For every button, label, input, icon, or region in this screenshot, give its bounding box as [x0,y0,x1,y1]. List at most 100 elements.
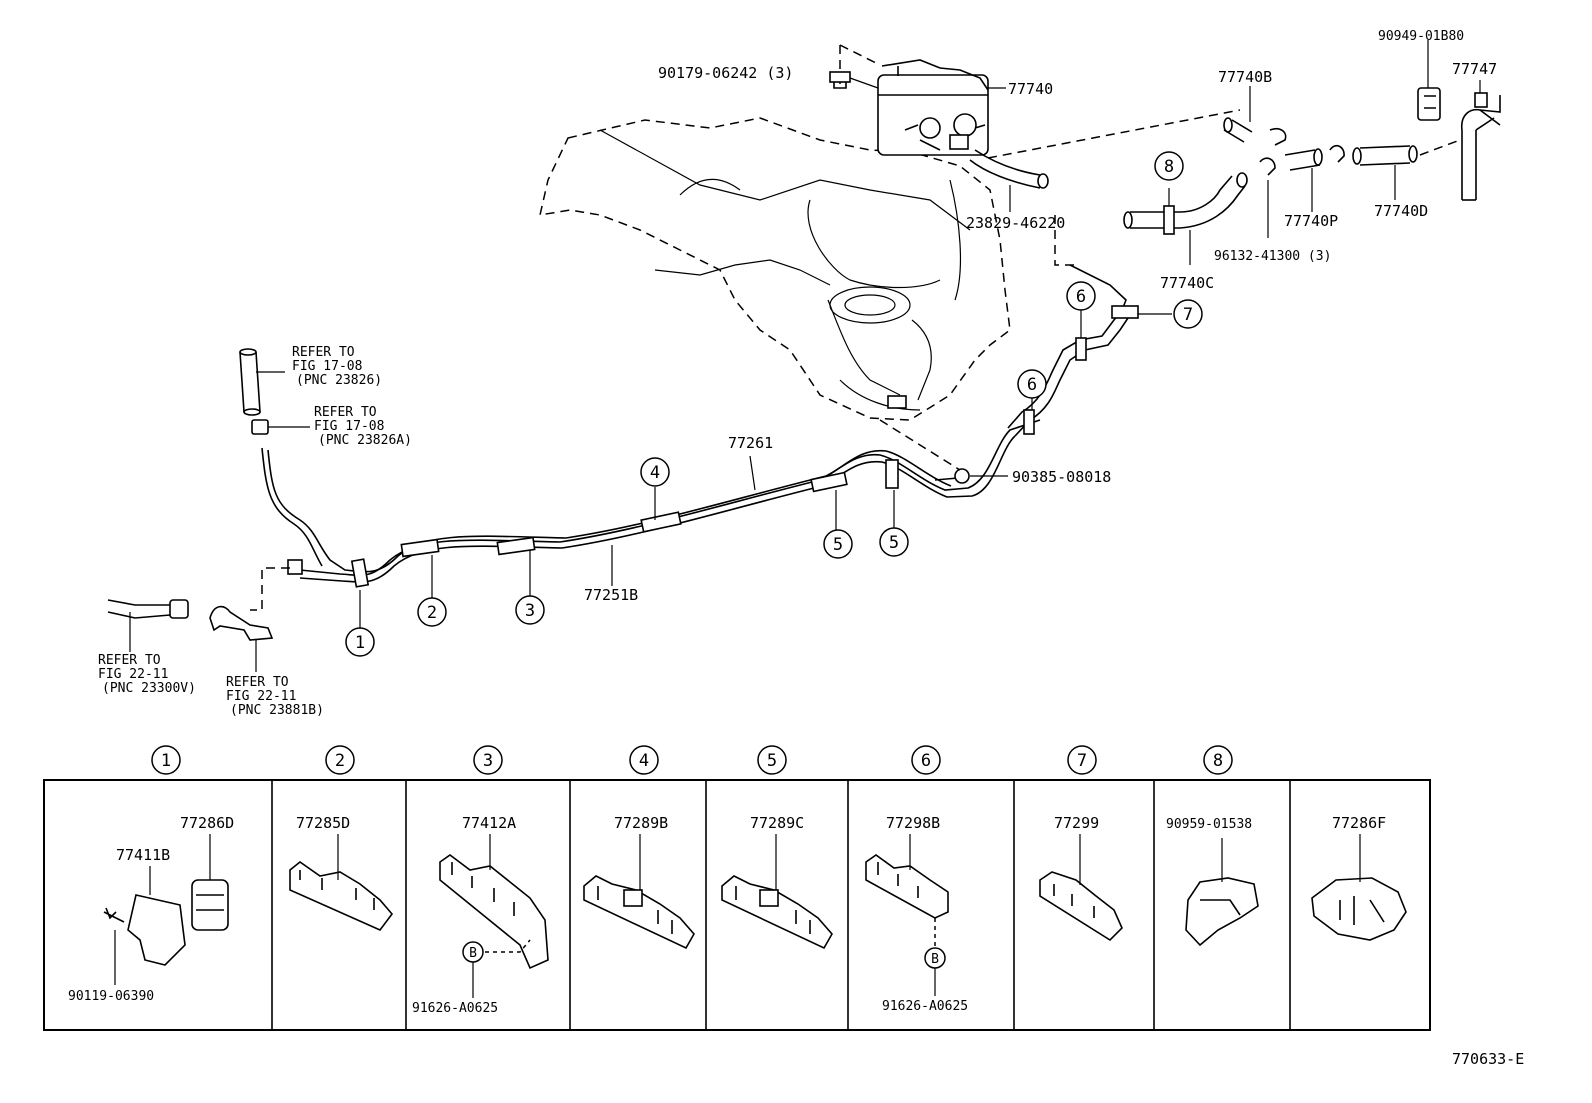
label-77740: 77740 [1008,80,1053,98]
svg-text:4: 4 [639,751,649,771]
label-77740D: 77740D [1374,202,1428,220]
svg-text:6: 6 [1027,375,1037,395]
bracket-90949 [1417,40,1441,121]
fuel-tank-outline [539,117,1011,421]
svg-text:(PNC 23826): (PNC 23826) [296,373,382,388]
clip-77299 [1039,871,1123,942]
label-77740P: 77740P [1284,212,1338,230]
cell6-part-77298B: 77298B [886,814,940,832]
valve-77747 [1460,80,1501,201]
hose-77740D [1329,139,1461,200]
svg-text:REFER TO: REFER TO [314,405,377,420]
part-labels: 90179-06242 (3) 77740 23829-46220 77740B… [584,29,1497,604]
cell3-part-77412A: 77412A [462,814,516,832]
label-77740B: 77740B [1218,68,1272,86]
hose-77740C [1123,172,1248,265]
svg-text:3: 3 [483,751,493,771]
callout-5b: 5 [879,527,909,557]
callout-2: 2 [417,597,447,627]
svg-text:8: 8 [1213,751,1223,771]
svg-text:FIG 17-08: FIG 17-08 [292,359,362,374]
cell7-part-77299: 77299 [1054,814,1099,832]
refer-note-2: REFER TO FIG 17-08 (PNC 23826A) [314,405,412,448]
cell4-part-77289B: 77289B [614,814,668,832]
callout-8: 8 [1154,151,1184,181]
label-77740C: 77740C [1160,274,1214,292]
svg-text:(PNC 23881B): (PNC 23881B) [230,703,324,718]
clip-77285D [289,861,394,931]
fuel-tubes [107,264,1139,672]
svg-text:(PNC 23300V): (PNC 23300V) [102,681,196,696]
svg-text:5: 5 [767,751,777,771]
clip-77298B [865,854,949,919]
table-callout-4: 4 [629,745,659,775]
clip-77286D [191,879,229,931]
cell6-part-91626: 91626-A0625 [882,999,968,1014]
refer-note-3: REFER TO FIG 22-11 (PNC 23300V) [98,653,196,696]
svg-text:B: B [469,946,477,961]
label-90385: 90385-08018 [1012,468,1111,486]
cell5-part-77289C: 77289C [750,814,804,832]
table-callout-6: 6 [911,745,941,775]
callout-7: 7 [1173,299,1203,329]
callout-5a: 5 [823,529,853,559]
svg-text:REFER TO: REFER TO [292,345,355,360]
refer-note-4: REFER TO FIG 22-11 (PNC 23881B) [226,675,324,718]
svg-text:FIG 22-11: FIG 22-11 [98,667,168,682]
callout-6a: 6 [1017,369,1047,399]
cell2-part-77285D: 77285D [296,814,350,832]
svg-text:REFER TO: REFER TO [226,675,289,690]
clip-77289C [721,875,833,950]
table-callout-3: 3 [473,745,503,775]
figure-code: 770633-E [1452,1050,1524,1068]
svg-text:5: 5 [833,535,843,555]
svg-text:6: 6 [921,751,931,771]
callout-1: 1 [345,627,375,657]
label-96132: 96132-41300 (3) [1214,249,1331,264]
label-90179: 90179-06242 (3) [658,64,793,82]
clip-77289B [583,875,695,950]
svg-text:FIG 22-11: FIG 22-11 [226,689,296,704]
svg-text:2: 2 [427,603,437,623]
label-90949: 90949-01B80 [1378,29,1464,44]
label-77747: 77747 [1452,60,1497,78]
svg-text:1: 1 [355,633,365,653]
clip-table: 1 2 3 4 5 6 7 8 77286D 77411B 90119-0639… [43,745,1431,1031]
cell1-part-77286D: 77286D [180,814,234,832]
svg-text:B: B [931,952,939,967]
hose-23829 [969,149,1049,212]
table-callout-7: 7 [1067,745,1097,775]
clip-77286F [1311,877,1407,941]
clip-90959 [1185,877,1259,947]
hose-77740P [1259,148,1323,238]
clip-77412A [439,854,549,970]
callout-3: 3 [515,595,545,625]
cell1-part-90119: 90119-06390 [68,989,154,1004]
cell1-part-77411B: 77411B [116,846,170,864]
charcoal-canister [829,44,989,156]
vapor-dash-line-2 [1054,215,1075,266]
svg-text:5: 5 [889,533,899,553]
bracket-77411B [127,894,186,966]
cell3-part-91626: 91626-A0625 [412,1001,498,1016]
svg-text:1: 1 [161,751,171,771]
label-23829: 23829-46220 [966,214,1065,232]
cell3-circle-B: B [462,941,484,963]
table-callout-5: 5 [757,745,787,775]
svg-text:REFER TO: REFER TO [98,653,161,668]
label-77251B: 77251B [584,586,638,604]
hose-77740B [1223,86,1287,146]
cell9-part-77286F: 77286F [1332,814,1386,832]
svg-text:FIG 17-08: FIG 17-08 [314,419,384,434]
svg-text:3: 3 [525,601,535,621]
cell8-part-90959: 90959-01538 [1166,817,1252,832]
svg-text:8: 8 [1164,157,1174,177]
svg-text:7: 7 [1183,305,1193,325]
callout-6b: 6 [1066,281,1096,311]
cell6-circle-B: B [924,947,946,969]
svg-text:7: 7 [1077,751,1087,771]
vapor-dash-line [987,109,1241,159]
svg-text:6: 6 [1076,287,1086,307]
